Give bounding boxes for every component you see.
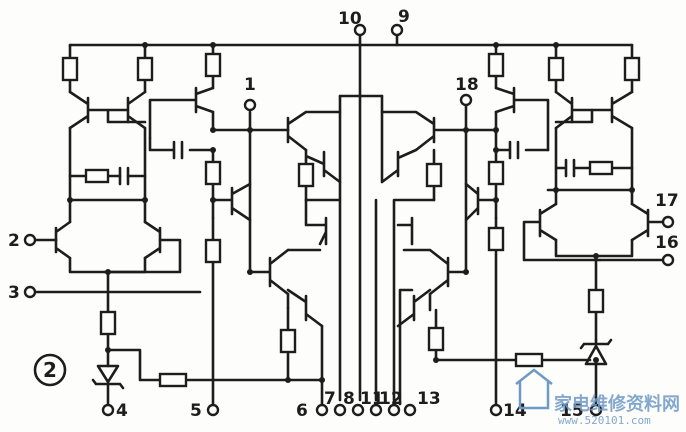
pin-label-3: 3 <box>8 283 20 303</box>
pin-3-terminal[interactable] <box>23 285 37 299</box>
terminals <box>23 23 675 417</box>
pin-7-terminal[interactable] <box>315 403 329 417</box>
pin-label-6: 6 <box>296 401 308 421</box>
pin-5-terminal[interactable] <box>206 403 220 417</box>
pin-label-7: 7 <box>324 389 336 409</box>
house-logo-icon <box>515 368 553 410</box>
pin-label-15: 15 <box>560 401 584 421</box>
pin-label-1: 1 <box>244 75 256 95</box>
center-left-darlington <box>286 94 378 402</box>
left-input-stage <box>34 42 324 406</box>
right-driver-stage <box>396 42 592 406</box>
pin-11a-terminal[interactable] <box>351 403 365 417</box>
resistor <box>588 160 614 176</box>
pin-8-terminal[interactable] <box>333 403 347 417</box>
resistor <box>623 56 641 82</box>
resistor <box>514 352 544 368</box>
pin-label-10: 10 <box>338 9 362 29</box>
resistor <box>587 288 605 314</box>
pin-17-terminal[interactable] <box>661 215 675 229</box>
pin-16-terminal[interactable] <box>661 253 675 267</box>
pin-14-terminal[interactable] <box>489 403 503 417</box>
pin-15-terminal[interactable] <box>589 403 603 417</box>
pin-2-terminal[interactable] <box>23 233 37 247</box>
pin-1-terminal[interactable] <box>243 98 257 112</box>
pin-11b-terminal[interactable] <box>369 403 383 417</box>
figure-number: 2 <box>33 353 67 387</box>
resistor <box>204 238 222 264</box>
pin-13-terminal[interactable] <box>403 403 417 417</box>
pin-label-11: 11 <box>360 389 384 409</box>
resistor <box>425 162 443 188</box>
watermark-url: www.520101.com <box>558 414 651 427</box>
pin-18-terminal[interactable] <box>459 93 473 107</box>
figure-label: 2 <box>43 358 57 382</box>
resistor <box>279 328 297 354</box>
pin-label-4: 4 <box>116 401 128 421</box>
pin-label-9: 9 <box>398 7 410 27</box>
resistor <box>158 372 188 388</box>
right-input-stage <box>522 42 666 406</box>
pin-label-5: 5 <box>190 401 202 421</box>
pin-label-2: 2 <box>8 231 20 251</box>
supply-rail <box>68 28 634 98</box>
watermark-title: 家电维修资料网 <box>554 393 680 415</box>
resistor <box>136 56 154 82</box>
left-driver-stage <box>148 42 325 406</box>
resistor <box>204 160 222 186</box>
resistor <box>427 326 445 352</box>
resistor <box>487 52 505 78</box>
pin-10-terminal[interactable] <box>353 23 367 37</box>
pin-9-terminal[interactable] <box>390 23 404 37</box>
resistor <box>487 160 505 186</box>
pin-label-16: 16 <box>655 233 679 253</box>
resistor <box>297 162 315 188</box>
pin-label-14: 14 <box>503 401 527 421</box>
resistor <box>487 226 505 252</box>
watermark: 家电维修资料网 www.520101.com <box>515 368 680 427</box>
resistor <box>99 310 117 336</box>
resistor <box>61 56 79 82</box>
resistor <box>204 52 222 78</box>
pin-label-8: 8 <box>343 389 355 409</box>
pin-label-17: 17 <box>655 191 679 211</box>
pin-label-18: 18 <box>455 75 479 95</box>
resistor <box>547 56 565 82</box>
pin-12-terminal[interactable] <box>387 403 401 417</box>
pin-4-terminal[interactable] <box>101 403 115 417</box>
pin-labels: 10 9 1 18 2 3 4 5 6 7 8 11 12 13 14 15 1… <box>8 7 679 421</box>
pin-label-13: 13 <box>417 389 441 409</box>
center-right-darlington <box>380 94 464 402</box>
resistor <box>84 168 110 184</box>
pin-label-12: 12 <box>379 389 403 409</box>
